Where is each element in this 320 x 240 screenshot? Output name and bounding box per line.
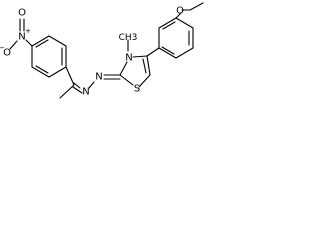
thiazoline-nitrogen-label: N (125, 53, 132, 64)
nitro-nitrogen-label: N (18, 32, 25, 43)
ring-bond (119, 74, 134, 86)
aryl-thiazole-bond (146, 47, 160, 57)
ether-bond (175, 12, 182, 19)
ring-inner-double-bond (35, 65, 49, 74)
ring-inner-double-bond (35, 39, 49, 48)
hydrazone-imine-nitrogen-label: N (82, 87, 89, 98)
ethoxy-group: O (175, 2, 204, 19)
ring-bond (48, 35, 67, 47)
ring-bond (175, 17, 194, 29)
nitro-plus-charge: + (25, 27, 31, 35)
ring-bond (31, 35, 50, 47)
imine-methyl-bond (59, 84, 75, 99)
imine-aryl-bond (65, 66, 75, 86)
ring-bond (138, 74, 151, 88)
ring-inner-double-bond (161, 46, 175, 55)
ring-bond (119, 61, 128, 76)
ring-bond (31, 66, 50, 78)
nitrophenyl-ring (31, 35, 67, 78)
nitro-oxide-oxygen-label: O (3, 48, 11, 59)
ethoxyphenyl-ring (158, 17, 194, 59)
ring-bond (175, 47, 194, 59)
ring-bond (146, 55, 151, 76)
nitro-group: N + O O − (0, 8, 33, 59)
ring-bond (132, 55, 148, 58)
imine-double-bond (72, 86, 83, 94)
ring-bond (158, 47, 177, 59)
nitro-minus-charge: − (0, 44, 5, 52)
ethoxy-oxygen-label: O (176, 6, 184, 17)
thiazoline-ring: N S (119, 53, 151, 95)
nitro-n-o-single-bond (9, 40, 18, 50)
ethyl-bond (189, 2, 204, 11)
ring-inner-double-bond (142, 58, 147, 74)
chemical-structure-diagram: O N S CH3 N N (0, 2, 204, 99)
ring-inner-double-bond (162, 21, 176, 30)
thiazoline-sulfur-label: S (134, 84, 140, 95)
ring-bond (48, 66, 67, 78)
methyl-label: CH3 (119, 33, 138, 43)
imine-bond (73, 82, 81, 89)
ring-bond (158, 17, 177, 29)
ring-nitro-bond (25, 39, 33, 47)
nitro-oxygen-label: O (18, 8, 26, 19)
hydrazone-n-n-bond (88, 81, 95, 89)
hydrazone-nitrogen-label: N (95, 72, 102, 83)
